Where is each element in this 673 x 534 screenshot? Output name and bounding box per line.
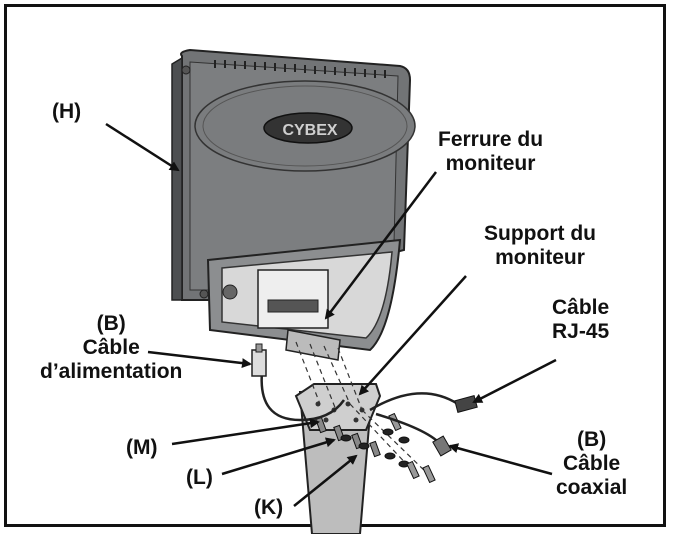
label-h-text: (H) (52, 100, 82, 123)
label-k: (K) (254, 496, 283, 520)
label-coax-cable: (B) Câble coaxial (556, 428, 627, 500)
label-rj45-cable: Câble RJ-45 (552, 296, 609, 344)
power-plug (251, 343, 267, 377)
label-l-text: (L) (186, 466, 213, 489)
label-l: (L) (186, 466, 213, 490)
label-mount-bracket: Ferrure du moniteur (438, 128, 543, 176)
label-power-cable-line1: (B) (96, 312, 126, 335)
label-monitor-support-line2: moniteur (495, 246, 585, 269)
label-rj45-cable-line2: RJ-45 (552, 320, 610, 343)
label-coax-cable-line1: (B) (577, 428, 607, 451)
label-power-cable-line2: Câble (82, 336, 140, 359)
coax-connector (432, 435, 452, 457)
label-coax-cable-line3: coaxial (556, 476, 628, 499)
brand-logo: CYBEX (282, 122, 337, 139)
label-k-text: (K) (254, 496, 284, 519)
console-back-panel: CYBEX (171, 48, 416, 301)
label-coax-cable-line2: Câble (563, 452, 621, 475)
label-rj45-cable-line1: Câble (552, 296, 610, 319)
label-m-text: (M) (126, 436, 158, 459)
label-m: (M) (126, 436, 157, 460)
label-power-cable-line3: d’alimentation (40, 360, 183, 383)
label-mount-bracket-line2: moniteur (445, 152, 536, 175)
label-monitor-support: Support du moniteur (484, 222, 596, 270)
label-power-cable: (B) Câble d’alimentation (40, 312, 182, 384)
label-h: (H) (52, 100, 81, 124)
mount-bracket-housing (206, 238, 402, 361)
callout-arrows (105, 122, 557, 507)
rj45-connector (454, 395, 478, 413)
label-monitor-support-line1: Support du (484, 222, 596, 245)
alignment-guides (295, 341, 429, 475)
label-mount-bracket-line1: Ferrure du (438, 128, 544, 151)
